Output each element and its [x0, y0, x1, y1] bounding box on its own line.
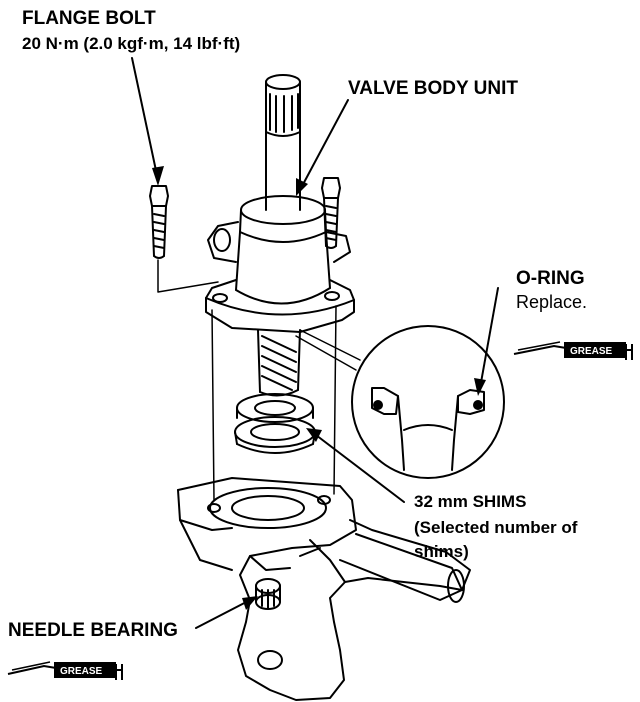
needle-bearing: [255, 578, 281, 610]
steering-gearbox-housing: [177, 477, 471, 701]
flange-bolt-torque: 20 N·m (2.0 kgf·m, 14 lbf·ft): [22, 34, 241, 53]
shims: [234, 393, 316, 454]
shims-label-line1: 32 mm SHIMS: [414, 492, 527, 511]
flange-bolt-left: [149, 185, 169, 259]
valve-body-unit-label: VALVE BODY UNIT: [348, 78, 518, 99]
grease-tube-top-right: GREASE: [513, 341, 633, 360]
arrow-heads: [152, 166, 486, 610]
shims-label-line2: (Selected number of: [414, 518, 578, 537]
needle-bearing-label: NEEDLE BEARING: [8, 620, 178, 641]
valve-body-unit: [205, 74, 361, 397]
grease-label-bottom: GREASE: [60, 666, 103, 677]
o-ring-detail-circle: [351, 325, 505, 479]
shims-label-line3: shims): [414, 542, 469, 561]
flange-bolt-right: [321, 177, 341, 249]
o-ring-note: Replace.: [516, 292, 588, 312]
grease-tube-bottom-left: GREASE: [7, 661, 123, 680]
o-ring-label: O-RING: [516, 268, 585, 289]
flange-bolt-title: FLANGE BOLT: [22, 8, 156, 29]
grease-label-top: GREASE: [570, 346, 613, 357]
